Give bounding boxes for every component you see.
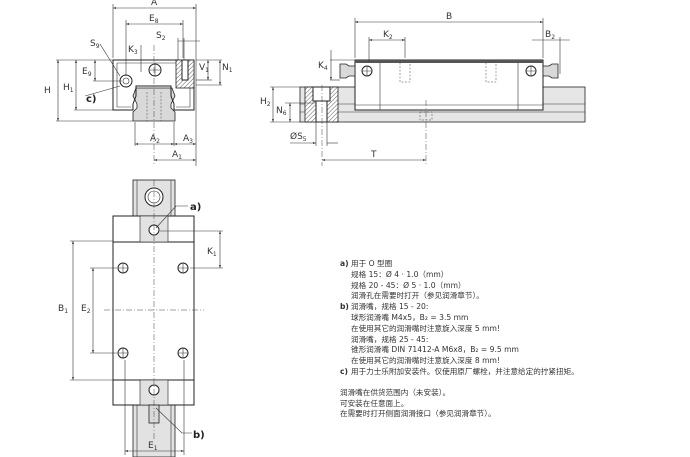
dim-label-S5: ØS5 xyxy=(290,131,307,143)
note-a-line: 规格 15：Ø 4 · 1.0（mm） xyxy=(351,269,449,279)
dim-label-B2: B2 xyxy=(545,30,555,41)
dim-label-A2: A2 xyxy=(150,134,160,145)
mounting-holes xyxy=(117,262,189,359)
dim-label-T: T xyxy=(370,150,377,160)
dim-label-A1: A1 xyxy=(172,150,182,161)
dim-label-N1: N1 xyxy=(222,63,233,74)
note-b-line: b)润滑嘴，规格 15 - 20: xyxy=(340,302,429,312)
dim-label-B1: B1 xyxy=(58,304,68,315)
callout-c: c) xyxy=(86,94,97,105)
dim-label-E1: E1 xyxy=(148,441,158,452)
footer-note: 可安装在任意面上。 xyxy=(340,398,409,408)
carriage-side xyxy=(354,59,544,111)
top-view: a) K1 B1 E2 b) E1 xyxy=(58,179,223,457)
note-b-line: 锥形润滑嘴 DIN 71412-A M6x8，B₂ = 9.5 mm xyxy=(351,345,519,355)
dim-label-H2: H2 xyxy=(260,97,271,108)
dim-label-E8: E8 xyxy=(149,14,159,25)
dim-label-K3: K3 xyxy=(128,45,138,56)
footer-note: 润滑嘴在供货范围内（未安装）。 xyxy=(340,387,451,397)
note-a-line: 润滑孔在需要时打开（参见润滑章节）。 xyxy=(351,291,484,301)
dim-label-H1: H1 xyxy=(63,83,74,94)
note-b-line: 润滑嘴，规格 25 - 45: xyxy=(351,334,429,344)
lube-nipple-right xyxy=(542,63,559,79)
side-view: B K2 B2 K4 H2 N6 ØS5 T xyxy=(260,12,586,166)
front-view: A E8 S9 K3 S2 E9 V1 N1 H H1 c) A2 A3 A1 xyxy=(44,0,233,166)
callout-a: a) xyxy=(190,202,201,213)
note-c-line: c)用于力士乐附加安装件。仅使用原厂螺栓，并注意给定的拧紧扭矩。 xyxy=(340,366,579,376)
dim-label-A: A xyxy=(151,0,158,8)
note-b-line: 球形润滑嘴 M4x5，B₂ = 3.5 mm xyxy=(351,312,469,322)
dim-label-H: H xyxy=(44,86,51,96)
dim-label-N6: N6 xyxy=(276,106,287,117)
callout-b: b) xyxy=(193,430,205,441)
dim-label-K2: K2 xyxy=(383,30,393,41)
dim-label-B: B xyxy=(446,12,452,22)
footer-note: 在需要时打开侧面润滑接口（参见润滑章节）。 xyxy=(340,409,496,419)
dim-label-A3: A3 xyxy=(183,134,193,145)
notes-block: a)用于 O 型圈 规格 15：Ø 4 · 1.0（mm） 规格 20 - 45… xyxy=(340,259,579,420)
dim-label-E9: E9 xyxy=(82,67,92,78)
note-b-line: 在使用其它的润滑嘴时注意旋入深度 8 mm! xyxy=(351,356,500,366)
dim-label-S9: S9 xyxy=(90,39,100,50)
carriage-top xyxy=(112,215,195,406)
dim-label-K1: K1 xyxy=(207,247,217,258)
carriage-outline xyxy=(112,59,195,111)
note-a-line: 规格 20 - 45：Ø 5 · 1.0（mm） xyxy=(351,280,466,290)
note-a-line: a)用于 O 型圈 xyxy=(340,259,393,268)
dim-label-E2: E2 xyxy=(81,304,91,315)
note-b-line: 在使用其它的润滑嘴时注意旋入深度 5 mm! xyxy=(351,323,500,333)
dim-label-S2: S2 xyxy=(156,31,166,42)
dim-label-V1: V1 xyxy=(199,63,209,74)
lube-nipple-left xyxy=(339,63,356,79)
dim-label-K4: K4 xyxy=(318,61,328,72)
